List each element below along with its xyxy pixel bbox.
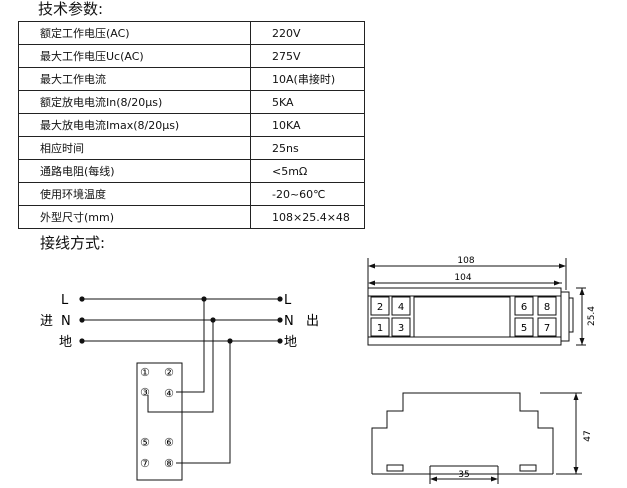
terminal-4: ④ xyxy=(164,387,174,400)
front-terminal-1: 1 xyxy=(377,323,383,334)
front-terminal-3: 3 xyxy=(398,323,404,334)
front-terminal-5: 5 xyxy=(521,323,527,334)
right-label-N: N xyxy=(284,314,294,329)
terminal-3: ③ xyxy=(140,386,150,399)
dim-104: 104 xyxy=(454,273,471,283)
front-terminal-6: 6 xyxy=(521,302,527,313)
side-view-body xyxy=(371,392,554,474)
spec-key: 相应时间 xyxy=(18,136,251,160)
spec-value: 25ns xyxy=(250,136,365,160)
in-label: 进 xyxy=(40,314,53,329)
dim-35: 35 xyxy=(458,470,469,480)
terminal-6: ⑥ xyxy=(164,436,174,449)
front-terminal-8: 8 xyxy=(544,302,550,313)
spec-value: <5mΩ xyxy=(250,159,365,183)
right-label-ground: 地 xyxy=(284,335,297,350)
spec-value: 108×25.4×48 xyxy=(250,205,365,229)
wire-ground xyxy=(176,341,231,464)
spec-value: 275V xyxy=(250,44,365,68)
spec-row: 额定工作电压(AC)220V xyxy=(18,21,365,45)
front-terminal-7: 7 xyxy=(544,323,550,334)
left-label-ground: 地 xyxy=(59,335,72,350)
spec-key: 外型尺寸(mm) xyxy=(18,205,251,229)
front-terminal-2: 2 xyxy=(377,302,383,313)
spec-value: 5KA xyxy=(250,90,365,114)
terminal-8: ⑧ xyxy=(164,457,174,470)
spec-key: 最大工作电压Uc(AC) xyxy=(18,44,251,68)
terminal-7: ⑦ xyxy=(140,457,150,470)
front-terminal-4: 4 xyxy=(398,302,404,313)
specs-heading: 技术参数: xyxy=(38,0,104,18)
wire-L xyxy=(176,299,205,393)
dim-47: 47 xyxy=(583,430,593,441)
left-label-L: L xyxy=(61,293,69,308)
spec-value: -20~60℃ xyxy=(250,182,365,206)
spec-key: 额定放电电流In(8/20μs) xyxy=(18,90,251,114)
spec-row: 使用环境温度-20~60℃ xyxy=(18,182,365,206)
spec-row: 外型尺寸(mm)108×25.4×48 xyxy=(18,205,365,229)
module-box xyxy=(136,362,183,481)
wire-N xyxy=(147,320,214,413)
spec-value: 10KA xyxy=(250,113,365,137)
spec-row: 额定放电电流In(8/20μs)5KA xyxy=(18,90,365,114)
spec-row: 最大工作电压Uc(AC)275V xyxy=(18,44,365,68)
out-label: 出 xyxy=(306,314,319,329)
dim-25-4: 25.4 xyxy=(587,306,597,326)
wiring-heading: 接线方式: xyxy=(40,234,106,252)
spec-key: 额定工作电压(AC) xyxy=(18,21,251,45)
terminal-5: ⑤ xyxy=(140,436,150,449)
right-label-L: L xyxy=(284,293,292,308)
top-view-body xyxy=(367,287,562,346)
terminal-2: ② xyxy=(164,366,174,379)
terminal-1: ① xyxy=(140,366,150,379)
dim-108: 108 xyxy=(457,256,474,266)
left-label-N: N xyxy=(61,314,71,329)
top-view-window xyxy=(413,296,511,338)
